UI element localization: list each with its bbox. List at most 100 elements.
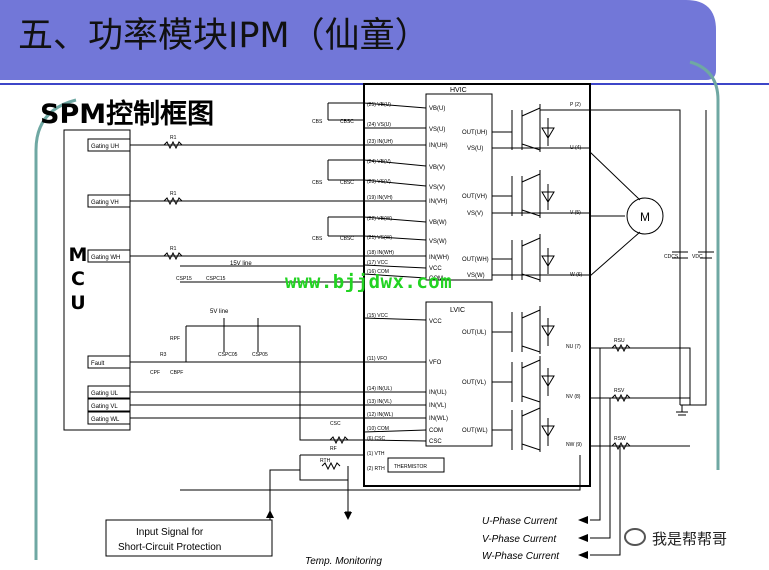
brand-tag: 我是帮帮哥 [624,528,727,549]
temp-monitoring-label: Temp. Monitoring [305,556,382,567]
hvic-pin-label: COM [429,276,443,282]
mcu-letter: M [68,244,88,266]
short-circuit-box [105,519,273,557]
resistor-label: RSV [614,388,625,394]
motor-label: M [640,210,650,224]
module-pin-label: U (4) [570,145,581,151]
title-band [0,0,716,80]
mcu-pin-label: Gating VL [91,404,118,410]
hvic-out-label: OUT(WH) [462,257,489,263]
lvic-pin-number: (11) VFO [367,356,387,362]
lvic-pin-number: (1) VTH [367,451,385,457]
lvic-pin-label: CSC [429,439,442,445]
hvic-pin-number: (22) VB(W) [367,216,392,222]
lvic-pin-number: (13) IN(VL) [367,399,392,405]
hvic-pin-number: (23) IN(UH) [367,139,393,145]
lvic-pin-label: IN(UL) [429,390,447,396]
lvic-pin-number: (6) CSC [367,436,385,442]
hvic-pin-number: (16) COM [367,269,389,275]
capacitor-label: CSP15 [176,276,192,282]
resistor-label: R3 [160,352,167,358]
resistor-label: R1 [170,246,177,252]
capacitor-label: CSPC05 [218,352,238,358]
mcu-pin-box [87,249,131,263]
hvic-pin-number: (25) VB(U) [367,102,391,108]
capacitor-label: CBS [312,119,323,125]
resistor-label: RSW [614,436,626,442]
lvic-label: LVIC [450,307,465,314]
short-circuit-label: Short-Circuit Protection [118,542,221,553]
module-pin-label: V (5) [570,210,581,216]
capacitor-label: CSC [330,421,341,427]
capacitor-label: CSPC15 [206,276,226,282]
hvic-pin-number: (17) VCC [367,260,388,266]
wechat-icon [624,528,646,546]
mcu-label: M C U [68,243,88,315]
thermistor-box [387,457,445,473]
hvic-out-label: VS(V) [467,211,483,217]
resistor-label: RTH [320,458,331,464]
hvic-pin-label: IN(VH) [429,199,447,205]
mcu-pin-label: Gating WL [91,417,120,423]
resistor-label: RF [330,446,337,452]
lvic-out-label: OUT(VL) [462,380,486,386]
capacitor-label: CBSC [340,236,354,242]
slide-subtitle: SPM控制框图 [40,99,215,130]
capacitor-label: CBS [312,180,323,186]
hvic-out-label: VS(U) [467,146,483,152]
hvic-pin-label: VS(V) [429,185,445,191]
hvic-pin-label: IN(WH) [429,255,449,261]
capacitor-label: CBPF [170,370,183,376]
hvic-pin-number: (24) VS(U) [367,122,391,128]
lvic-pin-number: (12) IN(WL) [367,412,393,418]
lvic-box [425,301,493,447]
hvic-pin-label: VB(V) [429,165,445,171]
resistor-label: RPF [170,336,180,342]
content-frame [34,98,77,560]
capacitor-label: CPF [150,370,160,376]
mcu-letter: U [70,292,86,314]
capacitor-label: CBS [312,236,323,242]
hvic-pin-label: VS(U) [429,127,445,133]
mcu-pin-label: Fault [91,361,105,367]
lvic-pin-number: (14) IN(UL) [367,386,392,392]
hvic-pin-number: (18) IN(WH) [367,250,394,256]
mcu-pin-label: Gating UH [91,144,119,150]
mcu-pin-label: Gating VH [91,200,119,206]
lvic-out-label: OUT(WL) [462,428,488,434]
mcu-box [63,129,131,431]
mcu-pin-box [87,138,131,152]
lvic-pin-label: VCC [429,319,442,325]
mcu-pin-box [87,194,131,208]
hvic-pin-label: VS(W) [429,239,447,245]
hvic-pin-label: IN(UH) [429,143,448,149]
motor-symbol [626,197,664,235]
lvic-pin-label: COM [429,428,443,434]
lvic-pin-number: (2) RTH [367,466,385,472]
hvic-pin-label: VCC [429,266,442,272]
lvic-pin-label: VFO [429,360,442,366]
lvic-pin-label: IN(WL) [429,416,448,422]
mcu-letter: C [71,268,85,290]
watermark-text: www.bjjdwx.com [285,271,453,293]
module-box [363,83,591,487]
module-pin-label: NV (8) [566,394,581,400]
hvic-pin-label: VB(U) [429,106,445,112]
mcu-pin-label: Gating UL [91,391,119,397]
hvic-label: HVIC [450,87,467,94]
hvic-pin-number: (23) VS(V) [367,179,391,185]
hvic-out-label: OUT(UH) [462,130,487,136]
module-pin-label: NU (7) [566,344,581,350]
mcu-pin-label: Gating WH [91,255,120,261]
capacitor-label: CSP05 [252,352,268,358]
slide-title: 五、功率模块IPM（仙童） [18,16,430,56]
resistor-label: R1 [170,135,177,141]
capacitor-label: CBSC [340,119,354,125]
hvic-out-label: VS(W) [467,273,485,279]
mcu-pin-box [87,385,131,399]
hvic-pin-number: (24) VB(V) [367,159,391,165]
short-circuit-label: Input Signal for [136,527,204,538]
thermistor-label: THERMISTOR [394,464,427,470]
phase-current-label: W-Phase Current [482,551,560,562]
